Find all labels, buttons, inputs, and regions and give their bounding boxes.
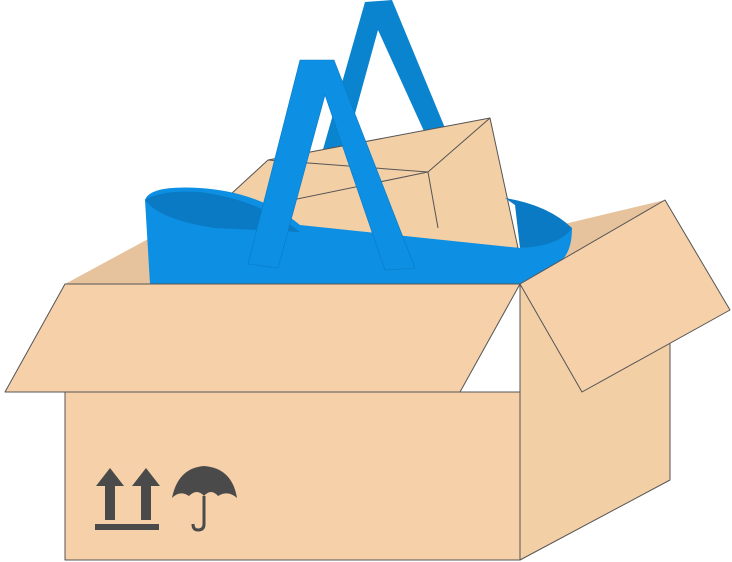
box-back-flap-edge [427, 171, 439, 229]
box-front-flap [4, 283, 521, 393]
basket-handle-front [247, 59, 416, 271]
box-right-flap [519, 199, 731, 393]
this-side-up-icon [95, 468, 160, 530]
keep-dry-umbrella-icon [172, 466, 237, 532]
basket-rim-right [505, 198, 572, 248]
box-front [64, 391, 521, 561]
